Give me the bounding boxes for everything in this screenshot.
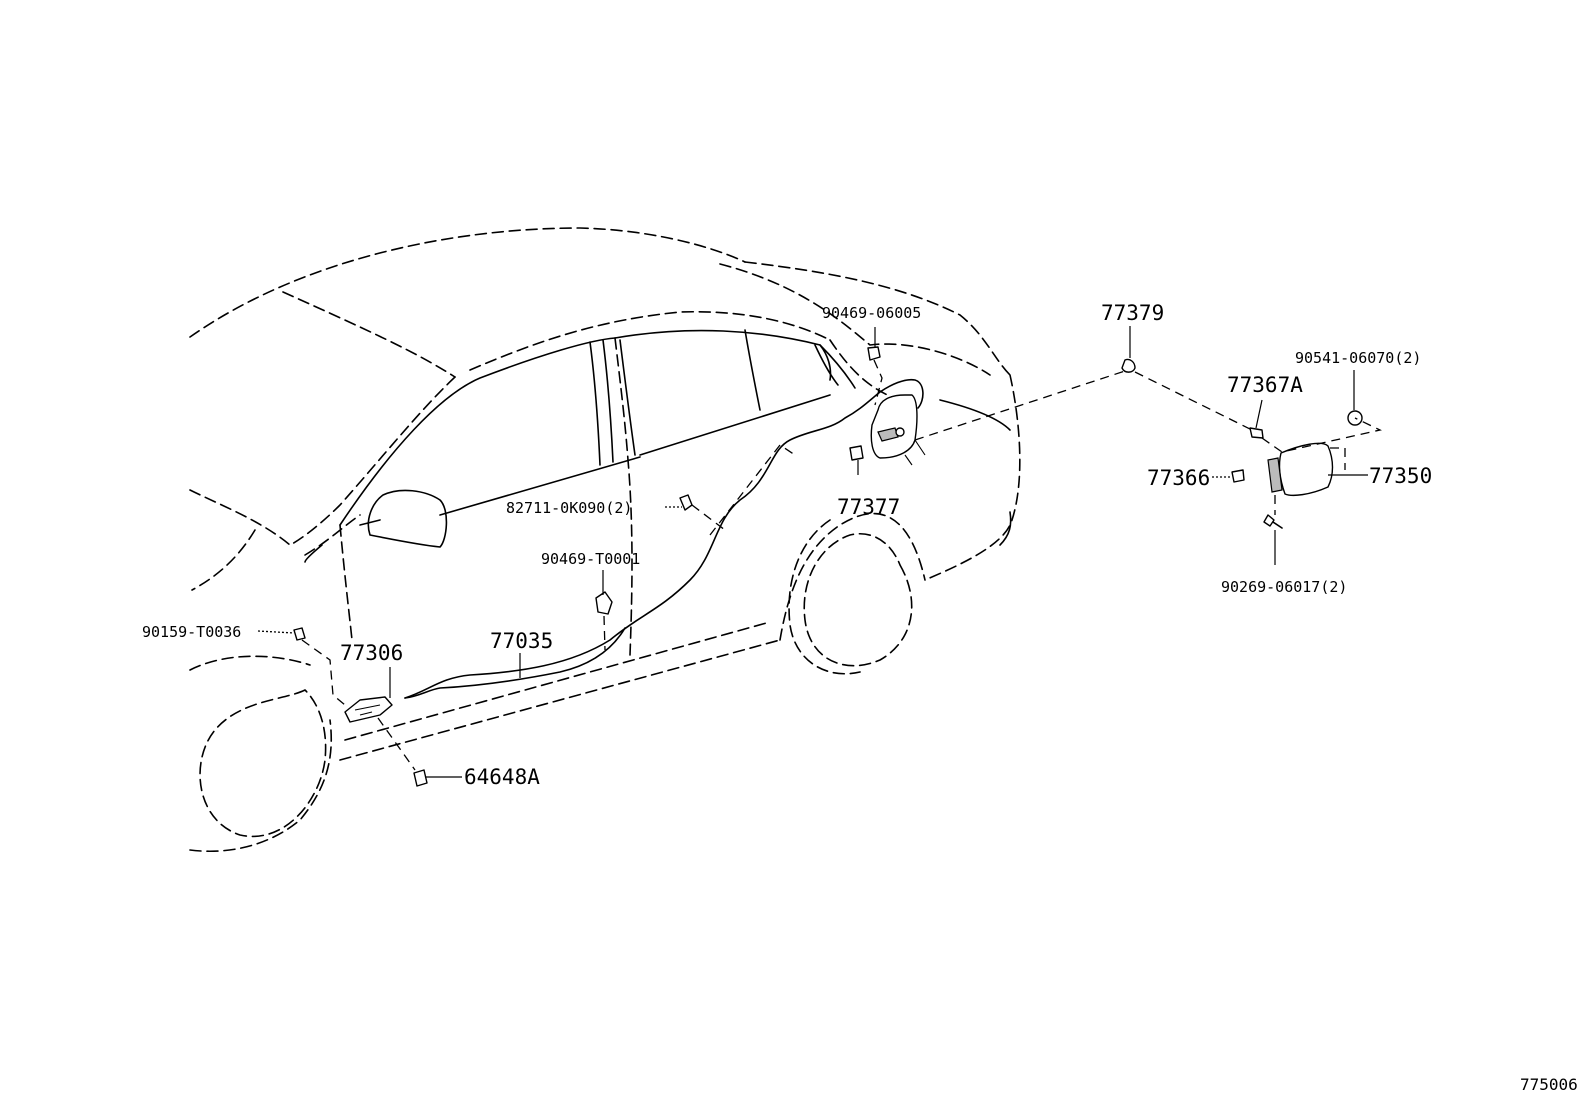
- car-body-outline: [189, 227, 1021, 853]
- callout-90159-T0036: 90159-T0036: [142, 623, 241, 641]
- opener-lever-77306: [344, 696, 393, 723]
- callout-82711-0K090: 82711-0K090(2): [506, 499, 632, 517]
- callout-77306: 77306: [340, 641, 403, 665]
- callout-90469-06005: 90469-06005: [822, 304, 921, 322]
- part-77367A: [1249, 427, 1264, 439]
- fuel-filler-opening: [870, 394, 926, 466]
- assembly-lines: [301, 359, 1382, 771]
- diagram-reference-number: 775006: [1520, 1075, 1578, 1094]
- leader-lines: [257, 326, 1368, 778]
- callout-77379: 77379: [1101, 301, 1164, 325]
- callout-77367A: 77367A: [1227, 373, 1303, 397]
- opener-cable-inner: [404, 627, 626, 699]
- callout-90269-06017: 90269-06017(2): [1221, 578, 1347, 596]
- callout-77035: 77035: [490, 629, 553, 653]
- bracket-90469-T0001: [595, 591, 613, 615]
- callout-77350: 77350: [1369, 464, 1432, 488]
- part-77379: [1121, 358, 1136, 373]
- fuel-lid-77350: [1267, 442, 1334, 496]
- clip-82711-0K090: [679, 494, 693, 511]
- callout-64648A: 64648A: [464, 765, 540, 789]
- callout-90469-T0001: 90469-T0001: [541, 550, 640, 568]
- clip-90469-06005: [867, 346, 881, 361]
- part-77366: [1231, 469, 1245, 483]
- callout-90541-06070: 90541-06070(2): [1295, 349, 1421, 367]
- screw-90159-T0036: [293, 627, 306, 641]
- rivet-90269-06017: [1263, 514, 1283, 529]
- car-window-lines: [304, 329, 1012, 563]
- callout-77377: 77377: [837, 495, 900, 519]
- callout-77366: 77366: [1147, 466, 1210, 490]
- opener-cable-77035: [404, 378, 924, 699]
- part-77377: [849, 445, 864, 461]
- clip-64648A: [413, 769, 428, 787]
- callout-labels: 90469-06005 77379 90541-06070(2) 77367A …: [142, 301, 1432, 789]
